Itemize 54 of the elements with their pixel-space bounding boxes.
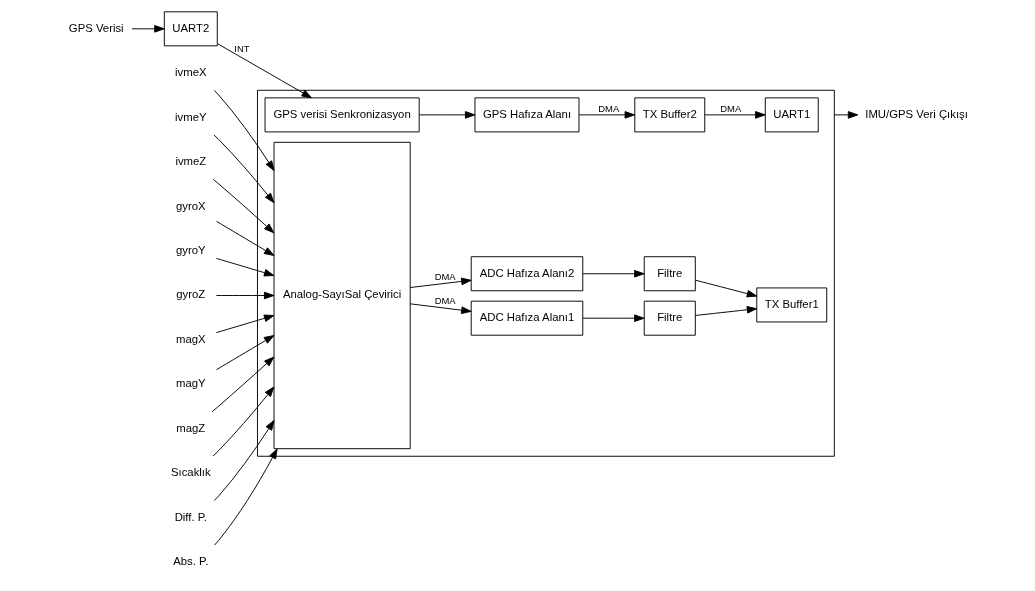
- node-text: ivmeX: [174, 66, 207, 79]
- arrow: [694, 306, 757, 316]
- arrow: [215, 291, 274, 300]
- node-text: magX: [175, 332, 206, 345]
- arrow: [212, 386, 274, 457]
- node-text: GPS Verisi: [68, 21, 124, 34]
- node-text: Abs. P.: [172, 555, 208, 568]
- arrow: [212, 178, 274, 234]
- node-box: Analog-SayıSal Çevirici: [273, 141, 411, 450]
- arrow: [211, 356, 274, 413]
- arrow: [578, 111, 635, 119]
- node-text: gyroX: [175, 199, 206, 212]
- arrow: [409, 277, 472, 288]
- arrow: [213, 90, 274, 171]
- arrow: [703, 111, 766, 119]
- arrow: [581, 314, 645, 322]
- arrow: [215, 257, 274, 277]
- edge-label: DMA: [719, 103, 741, 115]
- edge-label: DMA: [434, 271, 456, 283]
- node-box: ADC Hafıza Alanı1: [470, 300, 583, 336]
- arrow: [833, 111, 858, 119]
- node-text: ivmeY: [174, 110, 207, 123]
- arrow: [213, 420, 274, 501]
- node-text: magY: [175, 377, 206, 390]
- arrow: [409, 303, 472, 314]
- node-box: TX Buffer1: [755, 287, 827, 323]
- node-text: ivmeZ: [174, 155, 206, 168]
- node-box: Filtre: [643, 256, 696, 292]
- node-text: IMU/GPS Veri Çıkışı: [864, 107, 968, 120]
- edge-label: DMA: [597, 103, 619, 115]
- arrow: [213, 448, 278, 546]
- edge-label: INT: [233, 42, 249, 54]
- node-text: gyroZ: [175, 288, 205, 301]
- arrow: [694, 279, 757, 298]
- arrow: [215, 314, 274, 334]
- arrow: [216, 43, 312, 99]
- node-box: GPS verisi Senkronizasyon: [264, 97, 420, 133]
- node-box: UART1: [764, 97, 819, 133]
- node-text: Sıcaklık: [170, 466, 211, 479]
- arrow: [131, 25, 165, 33]
- node-text: gyroY: [175, 243, 206, 256]
- arrow: [418, 111, 475, 119]
- node-box: ADC Hafıza Alanı2: [470, 256, 583, 292]
- node-box: TX Buffer2: [633, 97, 705, 133]
- node-box: Filtre: [643, 300, 696, 336]
- node-text: magZ: [175, 421, 205, 434]
- arrow: [215, 220, 274, 256]
- node-box: GPS Hafıza Alanı: [474, 97, 579, 133]
- node-text: Diff. P.: [174, 510, 207, 523]
- node-box: UART2: [163, 11, 218, 47]
- arrow: [215, 335, 274, 371]
- arrow: [212, 134, 274, 204]
- edge-label: DMA: [434, 295, 456, 307]
- arrow: [581, 269, 645, 278]
